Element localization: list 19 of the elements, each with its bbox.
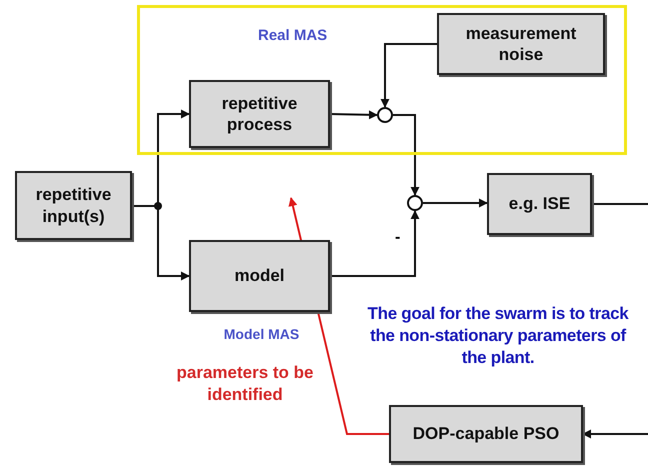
process-box: e.g. ISE	[487, 173, 592, 235]
arrow	[423, 198, 488, 208]
annotation-text: The goal for the swarm is to track the non-stationary parameters of the plant.	[366, 303, 630, 370]
summing-junction	[377, 107, 393, 123]
group-title: Real MAS	[258, 26, 328, 46]
group-frame	[137, 5, 627, 155]
arrow	[393, 114, 420, 196]
process-box: repetitive input(s)	[15, 171, 132, 240]
arrow	[330, 110, 378, 120]
block-caption: Model MAS	[222, 325, 300, 344]
summing-junction	[407, 195, 423, 211]
arrow	[380, 43, 437, 108]
annotation-text: parameters to be identified	[176, 362, 314, 406]
process-box: DOP-capable PSO	[389, 405, 583, 463]
process-box: measurement noise	[437, 13, 605, 75]
arrow	[330, 210, 420, 277]
arrow	[582, 430, 648, 438]
process-box: model	[189, 240, 330, 312]
process-box: repetitive process	[189, 80, 330, 148]
